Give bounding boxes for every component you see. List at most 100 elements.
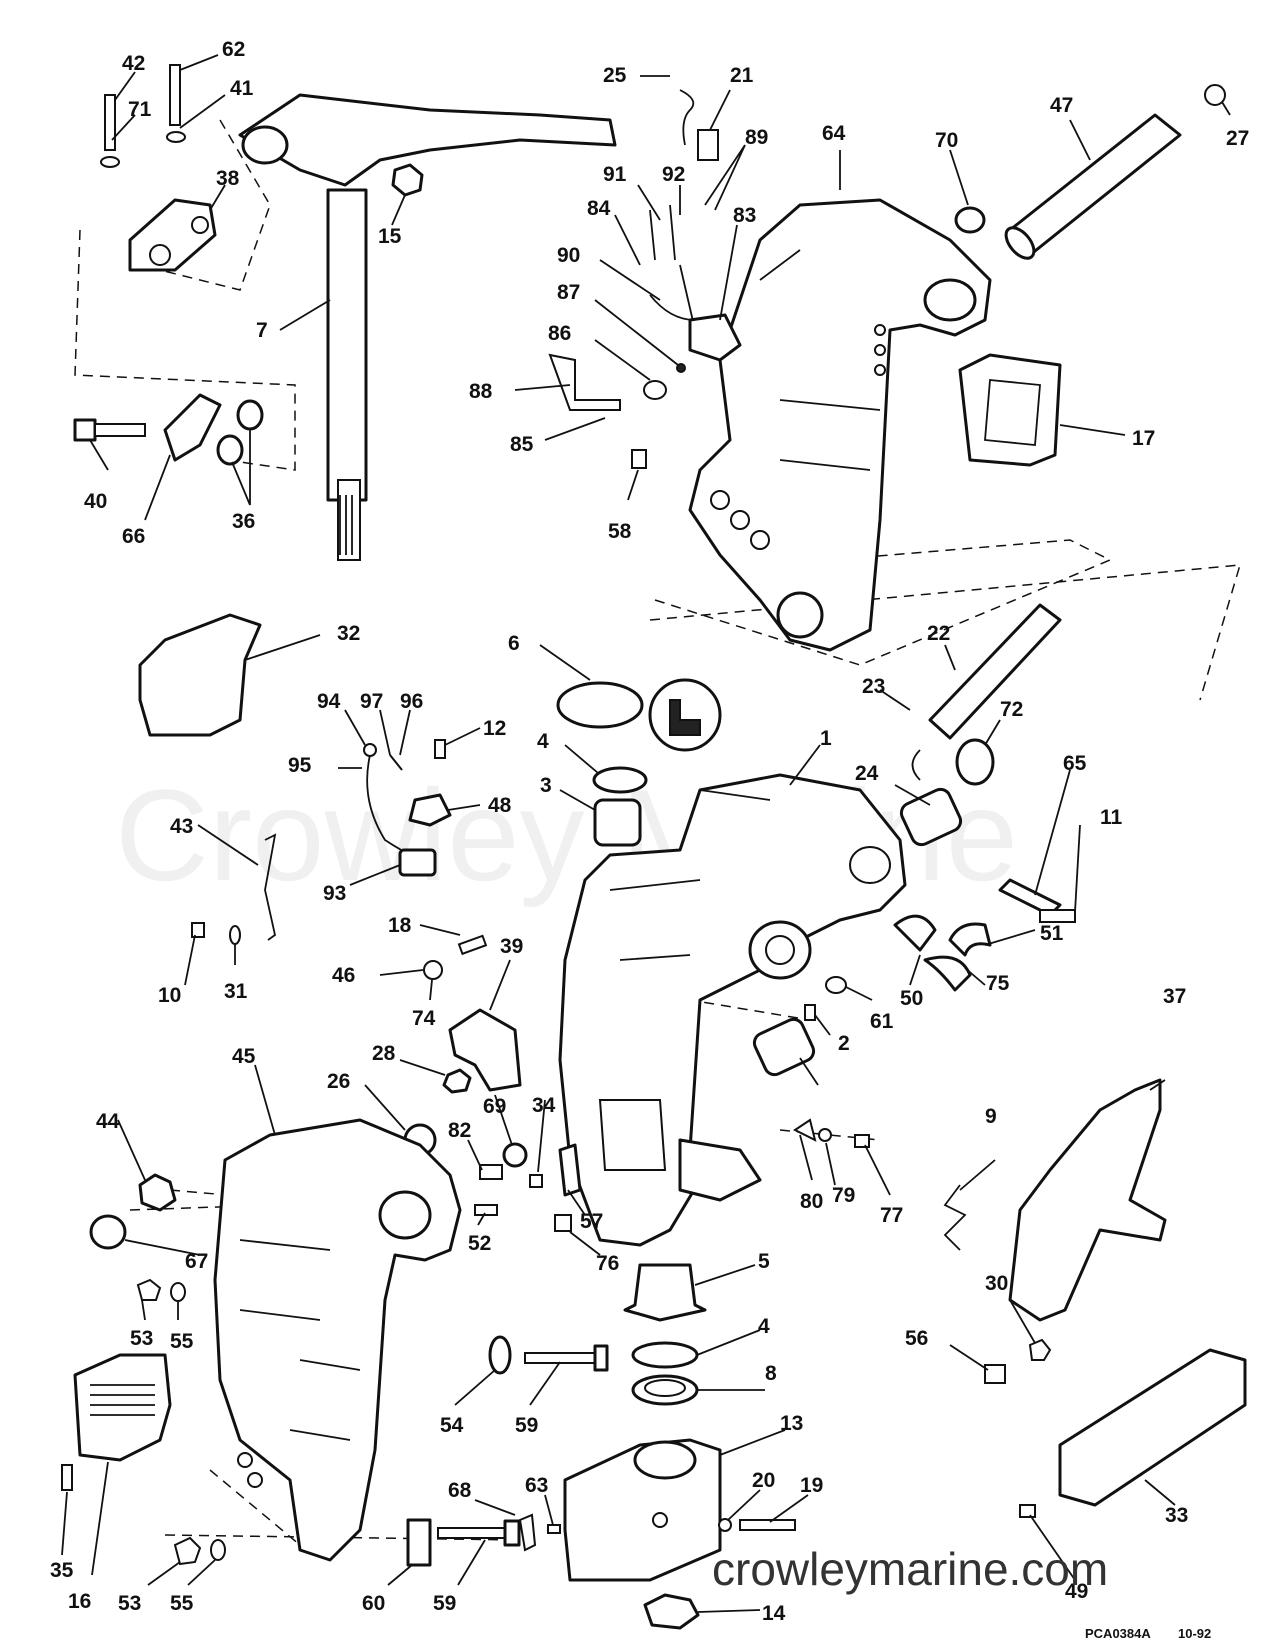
- label-67: 67: [185, 1250, 208, 1273]
- washer-20: [718, 1518, 732, 1532]
- label-52: 52: [468, 1232, 491, 1255]
- seal-4: [592, 766, 648, 794]
- screw-58: [631, 449, 647, 469]
- label-2: 2: [838, 1032, 850, 1055]
- bolt-42: [104, 94, 116, 151]
- label-84: 84: [587, 197, 611, 220]
- label-57: 57: [580, 1210, 603, 1233]
- label-33: 33: [1165, 1504, 1188, 1527]
- bolt-59a: [524, 1352, 601, 1364]
- label-44: 44: [96, 1110, 120, 1133]
- label-60: 60: [362, 1592, 385, 1615]
- label-7: 7: [256, 319, 268, 342]
- screw-76: [554, 1214, 572, 1232]
- washer-41: [166, 131, 186, 143]
- leader-lines: [61, 54, 1231, 1613]
- part-stern-bracket-45: [213, 1118, 462, 1562]
- label-50: 50: [900, 987, 923, 1010]
- label-96: 96: [400, 690, 423, 713]
- screw-10: [191, 922, 205, 938]
- label-36: 36: [232, 510, 255, 533]
- screw-2: [804, 1004, 816, 1021]
- label-17: 17: [1132, 427, 1155, 450]
- screw-35: [61, 1464, 73, 1491]
- label-30: 30: [985, 1272, 1008, 1295]
- nut-53a: [136, 1278, 162, 1301]
- label-76: 76: [596, 1252, 619, 1275]
- screw-61: [825, 976, 847, 994]
- label-64: 64: [822, 122, 846, 145]
- label-6: 6: [508, 632, 520, 655]
- label-54: 54: [440, 1414, 464, 1437]
- label-11: 11: [1100, 806, 1123, 829]
- washer-55a: [170, 1282, 186, 1302]
- pin-63: [547, 1524, 561, 1534]
- bushing-70: [954, 206, 986, 234]
- label-22: 22: [927, 622, 950, 645]
- bushing-24a: [899, 787, 963, 847]
- pin-22: [928, 603, 1062, 740]
- nut-30: [1028, 1338, 1052, 1361]
- label-3: 3: [540, 774, 552, 797]
- label-9: 9: [985, 1105, 997, 1128]
- label-16: 16: [68, 1590, 91, 1613]
- link-57: [558, 1143, 582, 1197]
- label-48: 48: [488, 794, 512, 817]
- screw-77: [854, 1134, 870, 1148]
- label-15: 15: [378, 225, 402, 248]
- label-40: 40: [84, 490, 107, 513]
- label-4: 4: [537, 730, 549, 753]
- bushing-5: [623, 1263, 707, 1322]
- label-55a: 55: [170, 1330, 194, 1353]
- label-24: 24: [855, 762, 879, 785]
- label-14: 14: [762, 1602, 786, 1625]
- plate-66: [163, 393, 222, 462]
- label-23: 23: [862, 675, 885, 698]
- bolt-62: [169, 64, 181, 126]
- cover-32: [138, 613, 262, 737]
- label-31: 31: [224, 980, 248, 1003]
- part-swivel-bracket-1: [558, 773, 907, 1247]
- label-18: 18: [388, 914, 412, 937]
- label-35: 35: [50, 1559, 74, 1582]
- clip-48: [408, 793, 452, 827]
- part-steering-arm: [238, 93, 617, 561]
- bushing-24b: [752, 1017, 816, 1077]
- label-92: 92: [662, 163, 685, 186]
- label-59a: 59: [515, 1414, 538, 1437]
- label-46: 46: [332, 964, 355, 987]
- washer-36a: [236, 399, 264, 431]
- label-59b: 59: [433, 1592, 456, 1615]
- ring-23: [911, 749, 921, 781]
- label-34: 34: [532, 1094, 556, 1117]
- label-72: 72: [1000, 698, 1023, 721]
- label-20: 20: [752, 1469, 775, 1492]
- nut-28: [442, 1068, 472, 1094]
- label-28: 28: [372, 1042, 396, 1065]
- nut-15: [391, 163, 424, 197]
- bolt-59b: [437, 1527, 509, 1539]
- label-82: 82: [448, 1119, 471, 1142]
- plate-60: [406, 1518, 432, 1567]
- label-75: 75: [986, 972, 1010, 995]
- label-79: 79: [832, 1184, 855, 1207]
- label-21: 21: [730, 64, 754, 87]
- part-tilt-tube-47: [1004, 84, 1226, 260]
- clip-68: [518, 1513, 537, 1552]
- clamp-51: [948, 922, 992, 957]
- link-65: [998, 878, 1062, 917]
- label-39: 39: [500, 935, 523, 958]
- label-88: 88: [469, 380, 493, 403]
- bolt-82: [479, 1164, 503, 1180]
- label-66: 66: [122, 525, 145, 548]
- clamp-75: [923, 955, 972, 992]
- part-pad-17: [958, 353, 1062, 467]
- plug-46: [423, 960, 443, 980]
- yoke-13: [563, 1438, 722, 1582]
- label-5: 5: [758, 1250, 770, 1273]
- label-41: 41: [230, 77, 254, 100]
- clip-34: [529, 1174, 543, 1188]
- bracket-39: [448, 1008, 522, 1092]
- label-51: 51: [1040, 922, 1064, 945]
- label-37: 37: [1163, 985, 1186, 1008]
